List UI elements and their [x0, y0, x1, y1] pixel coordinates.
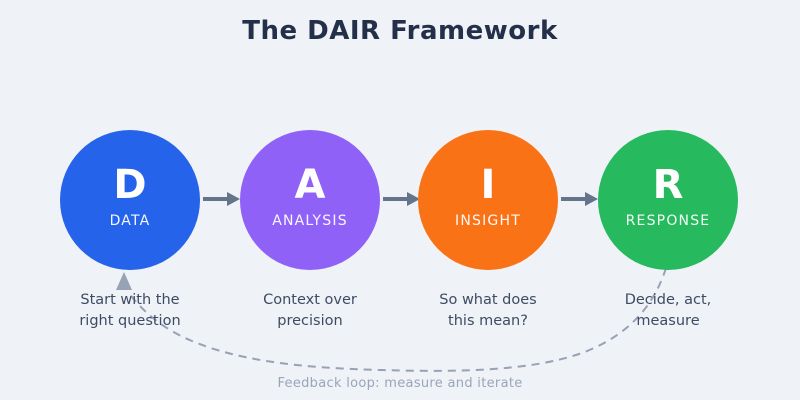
- step-insight: I INSIGHT So what does this mean?: [408, 130, 568, 332]
- analysis-caption-line1: Context over: [263, 292, 357, 308]
- response-caption: Decide, act, measure: [588, 290, 748, 332]
- insight-label: INSIGHT: [455, 213, 521, 229]
- analysis-circle: A ANALYSIS: [240, 130, 380, 270]
- step-analysis: A ANALYSIS Context over precision: [230, 130, 390, 332]
- response-caption-line1: Decide, act,: [624, 292, 712, 308]
- insight-caption: So what does this mean?: [408, 290, 568, 332]
- insight-caption-line1: So what does: [439, 292, 537, 308]
- analysis-caption-line2: precision: [277, 313, 343, 329]
- response-caption-line2: measure: [636, 313, 700, 329]
- insight-circle: I INSIGHT: [418, 130, 558, 270]
- response-letter: R: [652, 162, 684, 208]
- data-caption-line2: right question: [79, 313, 181, 329]
- data-letter: D: [113, 162, 147, 208]
- response-circle: R RESPONSE: [598, 130, 738, 270]
- analysis-label: ANALYSIS: [272, 213, 348, 229]
- insight-letter: I: [480, 162, 496, 208]
- analysis-letter: A: [294, 162, 326, 208]
- step-data: D DATA Start with the right question: [50, 130, 210, 332]
- analysis-caption: Context over precision: [230, 290, 390, 332]
- data-caption-line1: Start with the: [80, 292, 180, 308]
- step-response: R RESPONSE Decide, act, measure: [588, 130, 748, 332]
- data-label: DATA: [109, 213, 151, 229]
- insight-caption-line2: this mean?: [448, 313, 528, 329]
- feedback-loop-label: Feedback loop: measure and iterate: [277, 376, 523, 391]
- page-title: The DAIR Framework: [242, 16, 558, 46]
- data-caption: Start with the right question: [50, 290, 210, 332]
- data-circle: D DATA: [60, 130, 200, 270]
- response-label: RESPONSE: [625, 213, 711, 229]
